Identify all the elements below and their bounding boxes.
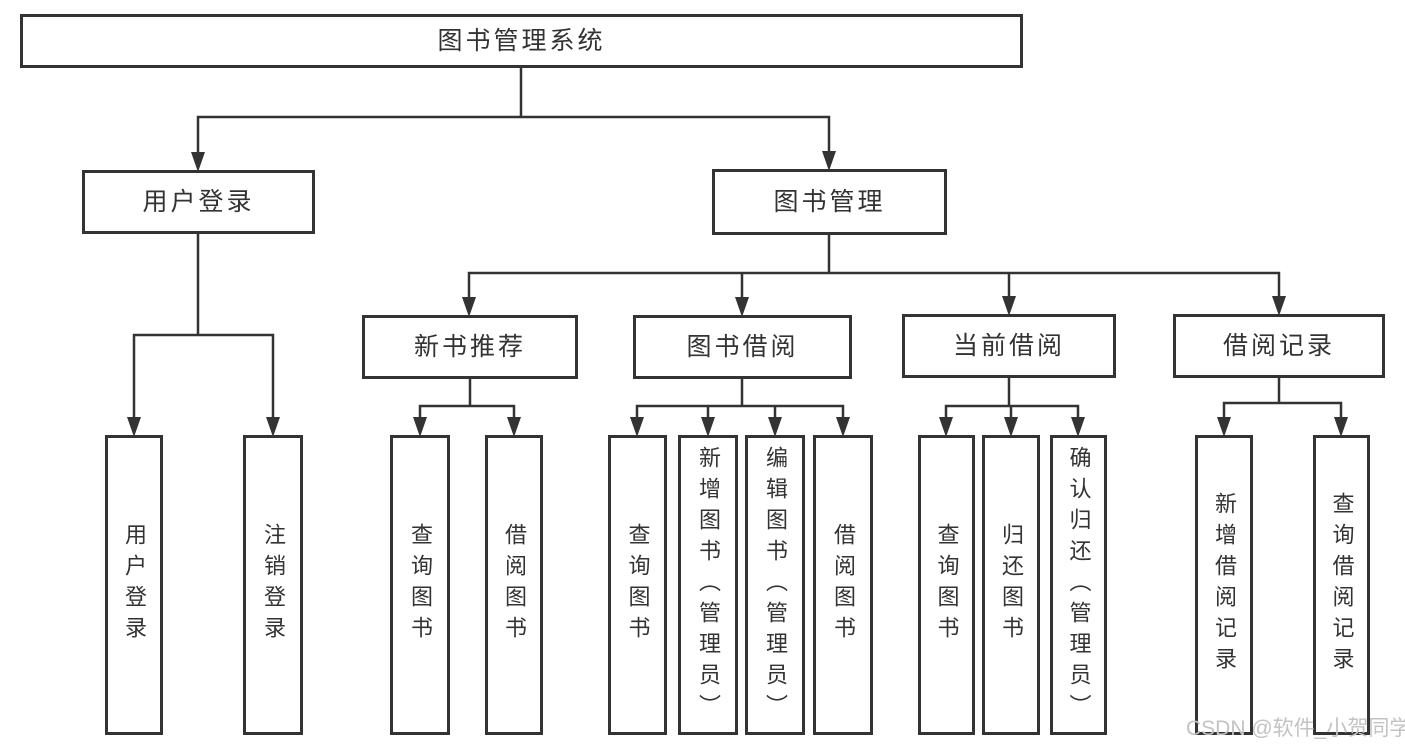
arrowhead (735, 297, 749, 317)
node-book-management-label: 图书管理 (773, 187, 886, 216)
arrowhead (191, 152, 205, 172)
leaf-borrowing-query-books-label: 查询图书 (625, 523, 651, 647)
leaf-borrowing-edit-books-admin: 编辑图书（管理员） (745, 435, 805, 735)
leaf-newbooks-query-books: 查询图书 (390, 435, 450, 735)
arrowhead (1334, 417, 1348, 437)
leaf-user-login-label: 用户登录 (122, 523, 147, 647)
leaf-logout: 注销登录 (243, 435, 303, 735)
node-book-borrowing-label: 图书借阅 (686, 332, 799, 361)
leaf-newbooks-query-books-label: 查询图书 (408, 523, 433, 647)
arrowhead (1071, 417, 1085, 437)
connector-newbooks-split (418, 377, 516, 421)
node-library-management-system: 图书管理系统 (20, 14, 1023, 68)
arrowheads (127, 151, 1348, 437)
node-borrowing-records-label: 借阅记录 (1222, 331, 1335, 360)
leaf-newbooks-borrow-books: 借阅图书 (485, 435, 543, 735)
connector-current-split (944, 376, 1080, 421)
leaf-borrowing-borrow-books: 借阅图书 (813, 435, 873, 735)
node-current-borrowing-label: 当前借阅 (952, 331, 1065, 360)
leaf-newbooks-borrow-books-label: 借阅图书 (502, 523, 527, 647)
node-new-book-recommendation: 新书推荐 (362, 315, 578, 379)
arrowhead (507, 417, 521, 437)
leaf-current-confirm-return-admin-label: 确认归还（管理员） (1066, 445, 1092, 725)
leaf-user-login: 用户登录 (105, 435, 163, 735)
arrowhead (1002, 296, 1016, 316)
arrowhead (1004, 417, 1018, 437)
arrowhead (1217, 417, 1231, 437)
node-user-login-label: 用户登录 (142, 187, 255, 216)
arrowhead (1272, 296, 1286, 316)
connector-user-login-split (132, 231, 275, 421)
connector-records-split (1222, 376, 1343, 421)
node-book-borrowing: 图书借阅 (633, 315, 852, 379)
arrowhead (836, 417, 850, 437)
leaf-current-confirm-return-admin: 确认归还（管理员） (1050, 435, 1107, 735)
arrowhead (768, 417, 782, 437)
arrowhead (822, 151, 836, 171)
leaf-current-return-books-label: 归还图书 (999, 523, 1024, 647)
arrowhead (462, 297, 476, 317)
node-user-login: 用户登录 (82, 170, 315, 234)
connector-borrowing-split (635, 376, 845, 421)
connector-book-mgmt-split (467, 232, 1281, 300)
leaf-logout-label: 注销登录 (261, 523, 286, 647)
connector-paths (132, 66, 1343, 421)
node-new-book-recommendation-label: 新书推荐 (413, 332, 526, 361)
leaf-records-add-record: 新增借阅记录 (1195, 435, 1253, 735)
leaf-records-add-record-label: 新增借阅记录 (1212, 492, 1237, 678)
leaf-borrowing-query-books: 查询图书 (608, 435, 667, 735)
leaf-borrowing-edit-books-admin-label: 编辑图书（管理员） (763, 445, 788, 725)
connector-root-split (196, 66, 831, 154)
arrowhead (939, 417, 953, 437)
arrowhead (127, 417, 141, 437)
node-borrowing-records: 借阅记录 (1173, 314, 1385, 378)
leaf-borrowing-add-books-admin-label: 新增图书（管理员） (696, 445, 721, 725)
leaf-borrowing-add-books-admin: 新增图书（管理员） (678, 435, 738, 735)
csdn-watermark: CSDN @软件_小贺同学 (1186, 717, 1405, 740)
node-book-management: 图书管理 (712, 169, 947, 235)
arrowhead (701, 417, 715, 437)
leaf-borrowing-borrow-books-label: 借阅图书 (831, 523, 856, 647)
arrowhead (413, 417, 427, 437)
node-library-management-system-label: 图书管理系统 (437, 26, 606, 55)
leaf-current-query-books-label: 查询图书 (934, 523, 960, 647)
leaf-records-query-record-label: 查询借阅记录 (1329, 492, 1355, 678)
leaf-current-query-books: 查询图书 (918, 435, 975, 735)
node-current-borrowing: 当前借阅 (902, 314, 1116, 378)
leaf-records-query-record: 查询借阅记录 (1313, 435, 1370, 735)
leaf-current-return-books: 归还图书 (982, 435, 1040, 735)
arrowhead (630, 417, 644, 437)
arrowhead (266, 417, 280, 437)
